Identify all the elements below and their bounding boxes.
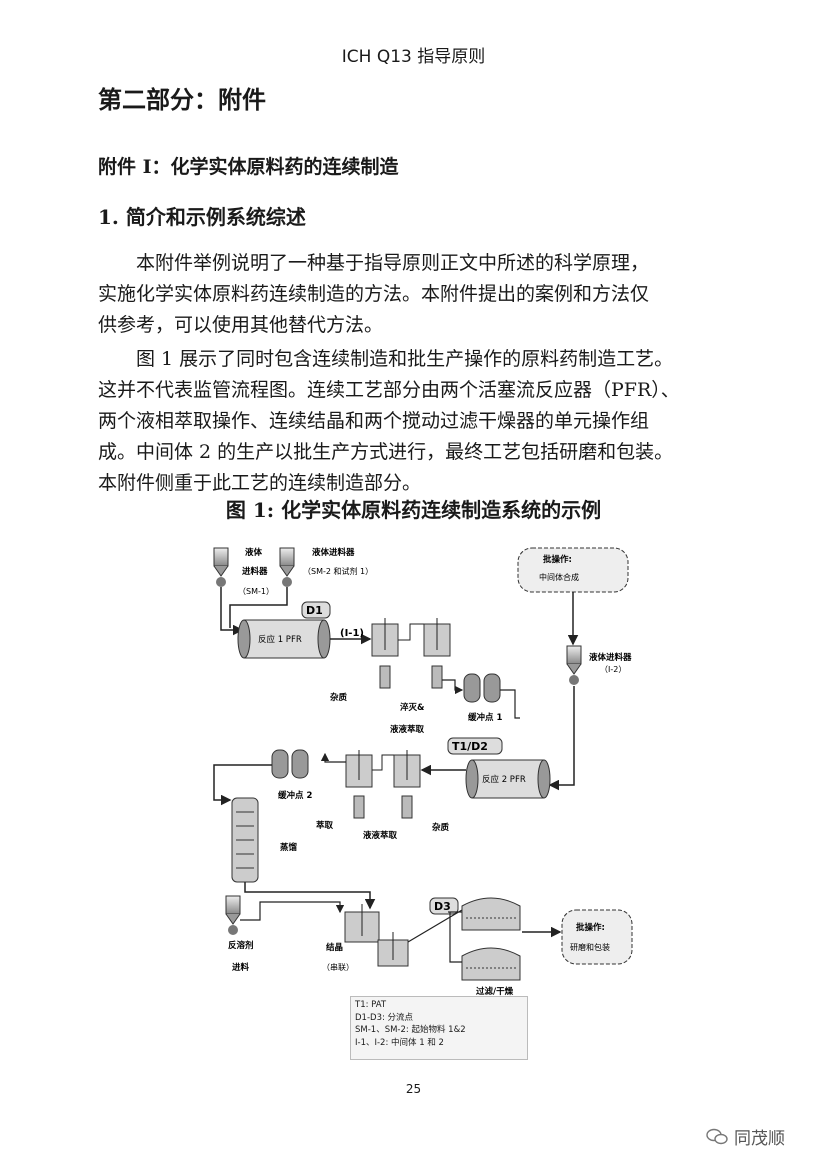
filter-dryer-icon bbox=[461, 897, 521, 981]
batch-op2-label-1: 批操作: bbox=[576, 922, 605, 933]
antisolvent-label-1: 反溶剂 bbox=[228, 940, 254, 951]
feed2-label-2: （SM-2 和试剂 1） bbox=[303, 566, 373, 576]
crystal-label-1: 结晶 bbox=[326, 942, 343, 953]
feed1-label-3: （SM-1） bbox=[238, 587, 274, 596]
liquid-feeder-sm1-icon bbox=[213, 547, 229, 587]
feed2-label-1: 液体进料器 bbox=[312, 547, 355, 558]
t1d2-badge bbox=[447, 737, 503, 755]
extract-label: 萃取 bbox=[316, 820, 334, 831]
annex-title: 附件 I：化学实体原料药的连续制造 bbox=[98, 156, 399, 178]
process-flow-diagram: 液体 进料器 （SM-1） 液体进料器 （SM-2 和试剂 1） 批操作: 中间… bbox=[213, 547, 633, 997]
paragraph-2-line: 成。中间体 2 的生产以批生产方式进行，最终工艺包括研磨和包装。 bbox=[98, 441, 674, 463]
d1-label: D1 bbox=[306, 604, 323, 617]
extraction-2-tanks-icon bbox=[345, 750, 421, 819]
i1-label: (I-1) bbox=[340, 628, 364, 639]
quench-label-2: 液液萃取 bbox=[390, 724, 425, 735]
feed3-label-1: 液体进料器 bbox=[589, 652, 632, 663]
batch-op-milling-box bbox=[561, 909, 633, 965]
batch-op2-label-2: 研磨和包装 bbox=[570, 942, 610, 952]
impurity1-label: 杂质 bbox=[330, 692, 348, 703]
paragraph-2-line: 这并不代表监管流程图。连续工艺部分由两个活塞流反应器（PFR）、 bbox=[98, 379, 680, 401]
antisolvent-label-2: 进料 bbox=[232, 962, 250, 973]
buffer1-label: 缓冲点 1 bbox=[468, 712, 502, 723]
part-title: 第二部分：附件 bbox=[98, 85, 266, 114]
liquid-feeder-sm2-icon bbox=[279, 547, 295, 587]
lle-label: 液液萃取 bbox=[363, 830, 398, 841]
feed3-label-2: （I-2） bbox=[600, 665, 626, 674]
filter-label: 过滤/干燥 bbox=[476, 986, 514, 997]
paragraph-2-line: 两个液相萃取操作、连续结晶和两个搅动过滤干燥器的单元操作组 bbox=[98, 410, 650, 432]
section-title: 1. 简介和示例系统综述 bbox=[98, 205, 306, 229]
legend-item: D1-D3: 分流点 bbox=[355, 1012, 414, 1023]
impurity2-label: 杂质 bbox=[432, 822, 450, 833]
quench-label-1: 淬灭& bbox=[400, 702, 425, 713]
paragraph-1-line: 本附件举例说明了一种基于指导原则正文中所述的科学原理， bbox=[136, 252, 650, 274]
t1d2-label: T1/D2 bbox=[452, 740, 488, 753]
legend-item: T1: PAT bbox=[355, 1000, 387, 1010]
paragraph-1-line: 供参考，可以使用其他替代方法。 bbox=[98, 314, 384, 336]
crystallizer-icon bbox=[344, 904, 409, 967]
paragraph-2: 图 1 展示了同时包含连续制造和批生产操作的原料药制造工艺。 这并不代表监管流程… bbox=[98, 344, 748, 499]
paragraph-2-line: 本附件侧重于此工艺的连续制造部分。 bbox=[98, 472, 422, 494]
watermark: 同茂顺 bbox=[706, 1124, 785, 1149]
batch-op1-label-1: 批操作: bbox=[543, 554, 572, 565]
diagram-legend: T1: PAT D1-D3: 分流点 SM-1、SM-2: 起始物料 1&2 I… bbox=[350, 996, 528, 1060]
distillation-column-icon bbox=[231, 797, 259, 883]
antisolvent-feeder-icon bbox=[225, 895, 241, 935]
buffer2-label: 缓冲点 2 bbox=[278, 790, 312, 801]
paragraph-1: 本附件举例说明了一种基于指导原则正文中所述的科学原理， 实施化学实体原料药连续制… bbox=[98, 248, 748, 341]
paragraph-2-line: 图 1 展示了同时包含连续制造和批生产操作的原料药制造工艺。 bbox=[136, 348, 674, 370]
d1-badge bbox=[301, 601, 331, 619]
batch-op1-label-2: 中间体合成 bbox=[539, 572, 579, 582]
d3-label: D3 bbox=[434, 900, 451, 913]
d3-badge bbox=[429, 897, 459, 915]
quench-extraction-tanks-icon bbox=[371, 618, 451, 689]
paragraph-1-line: 实施化学实体原料药连续制造的方法。本附件提出的案例和方法仅 bbox=[98, 283, 650, 305]
liquid-feeder-i2-icon bbox=[566, 645, 582, 685]
reactor2-label: 反应 2 PFR bbox=[482, 774, 526, 785]
wechat-icon bbox=[706, 1128, 728, 1144]
buffer-2-tanks-icon bbox=[271, 749, 309, 779]
legend-item: I-1、I-2: 中间体 1 和 2 bbox=[355, 1037, 444, 1048]
reactor-1-pfr-icon bbox=[237, 619, 331, 659]
feed1-label-1: 液体 bbox=[245, 547, 263, 558]
distill-label: 蒸馏 bbox=[280, 842, 298, 853]
reactor-2-pfr-icon bbox=[465, 759, 551, 799]
batch-op-intermediate-box bbox=[517, 547, 629, 593]
reactor1-label: 反应 1 PFR bbox=[258, 634, 302, 645]
crystal-label-2: （串联） bbox=[322, 963, 354, 972]
page-number: 25 bbox=[405, 1082, 422, 1096]
watermark-text: 同茂顺 bbox=[734, 1129, 785, 1149]
figure-title: 图 1: 化学实体原料药连续制造系统的示例 bbox=[225, 498, 602, 522]
buffer-1-tanks-icon bbox=[463, 673, 501, 703]
legend-item: SM-1、SM-2: 起始物料 1&2 bbox=[355, 1025, 466, 1035]
feed1-label-2: 进料器 bbox=[242, 566, 268, 577]
page-header: ICH Q13 指导原则 bbox=[341, 47, 486, 67]
